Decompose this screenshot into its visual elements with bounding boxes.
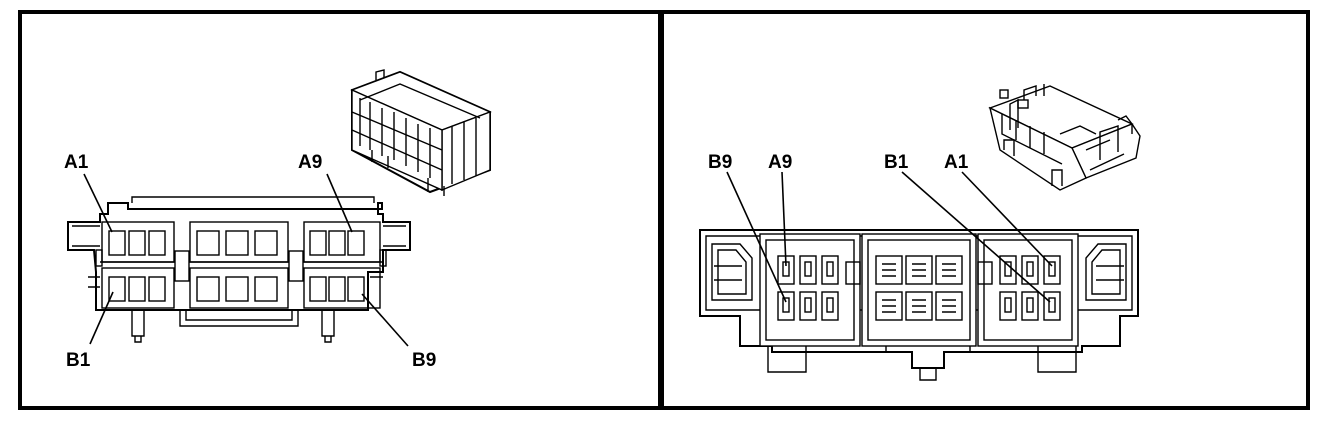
left-connector-isometric xyxy=(350,69,492,196)
label-left-a9: A9 xyxy=(298,152,322,173)
leader-right-b9 xyxy=(726,171,787,303)
right-connector-face-view xyxy=(699,229,1139,381)
leader-left-a9 xyxy=(326,173,353,233)
leader-left-b1 xyxy=(89,291,114,345)
label-left-b9: B9 xyxy=(412,350,436,371)
leader-right-b1 xyxy=(901,171,1051,303)
right-connector-isometric xyxy=(988,84,1141,191)
label-right-b1: B1 xyxy=(884,152,909,173)
left-connector-face-view xyxy=(67,196,411,343)
leader-right-a1 xyxy=(961,171,1053,267)
leader-right-a9 xyxy=(781,171,787,267)
label-left-a1: A1 xyxy=(64,152,89,173)
label-right-a9: A9 xyxy=(768,152,792,173)
label-left-b1: B1 xyxy=(66,350,91,371)
label-right-a1: A1 xyxy=(944,152,969,173)
leader-left-b9 xyxy=(361,293,409,347)
label-right-b9: B9 xyxy=(708,152,732,173)
leader-left-a1 xyxy=(83,173,113,233)
